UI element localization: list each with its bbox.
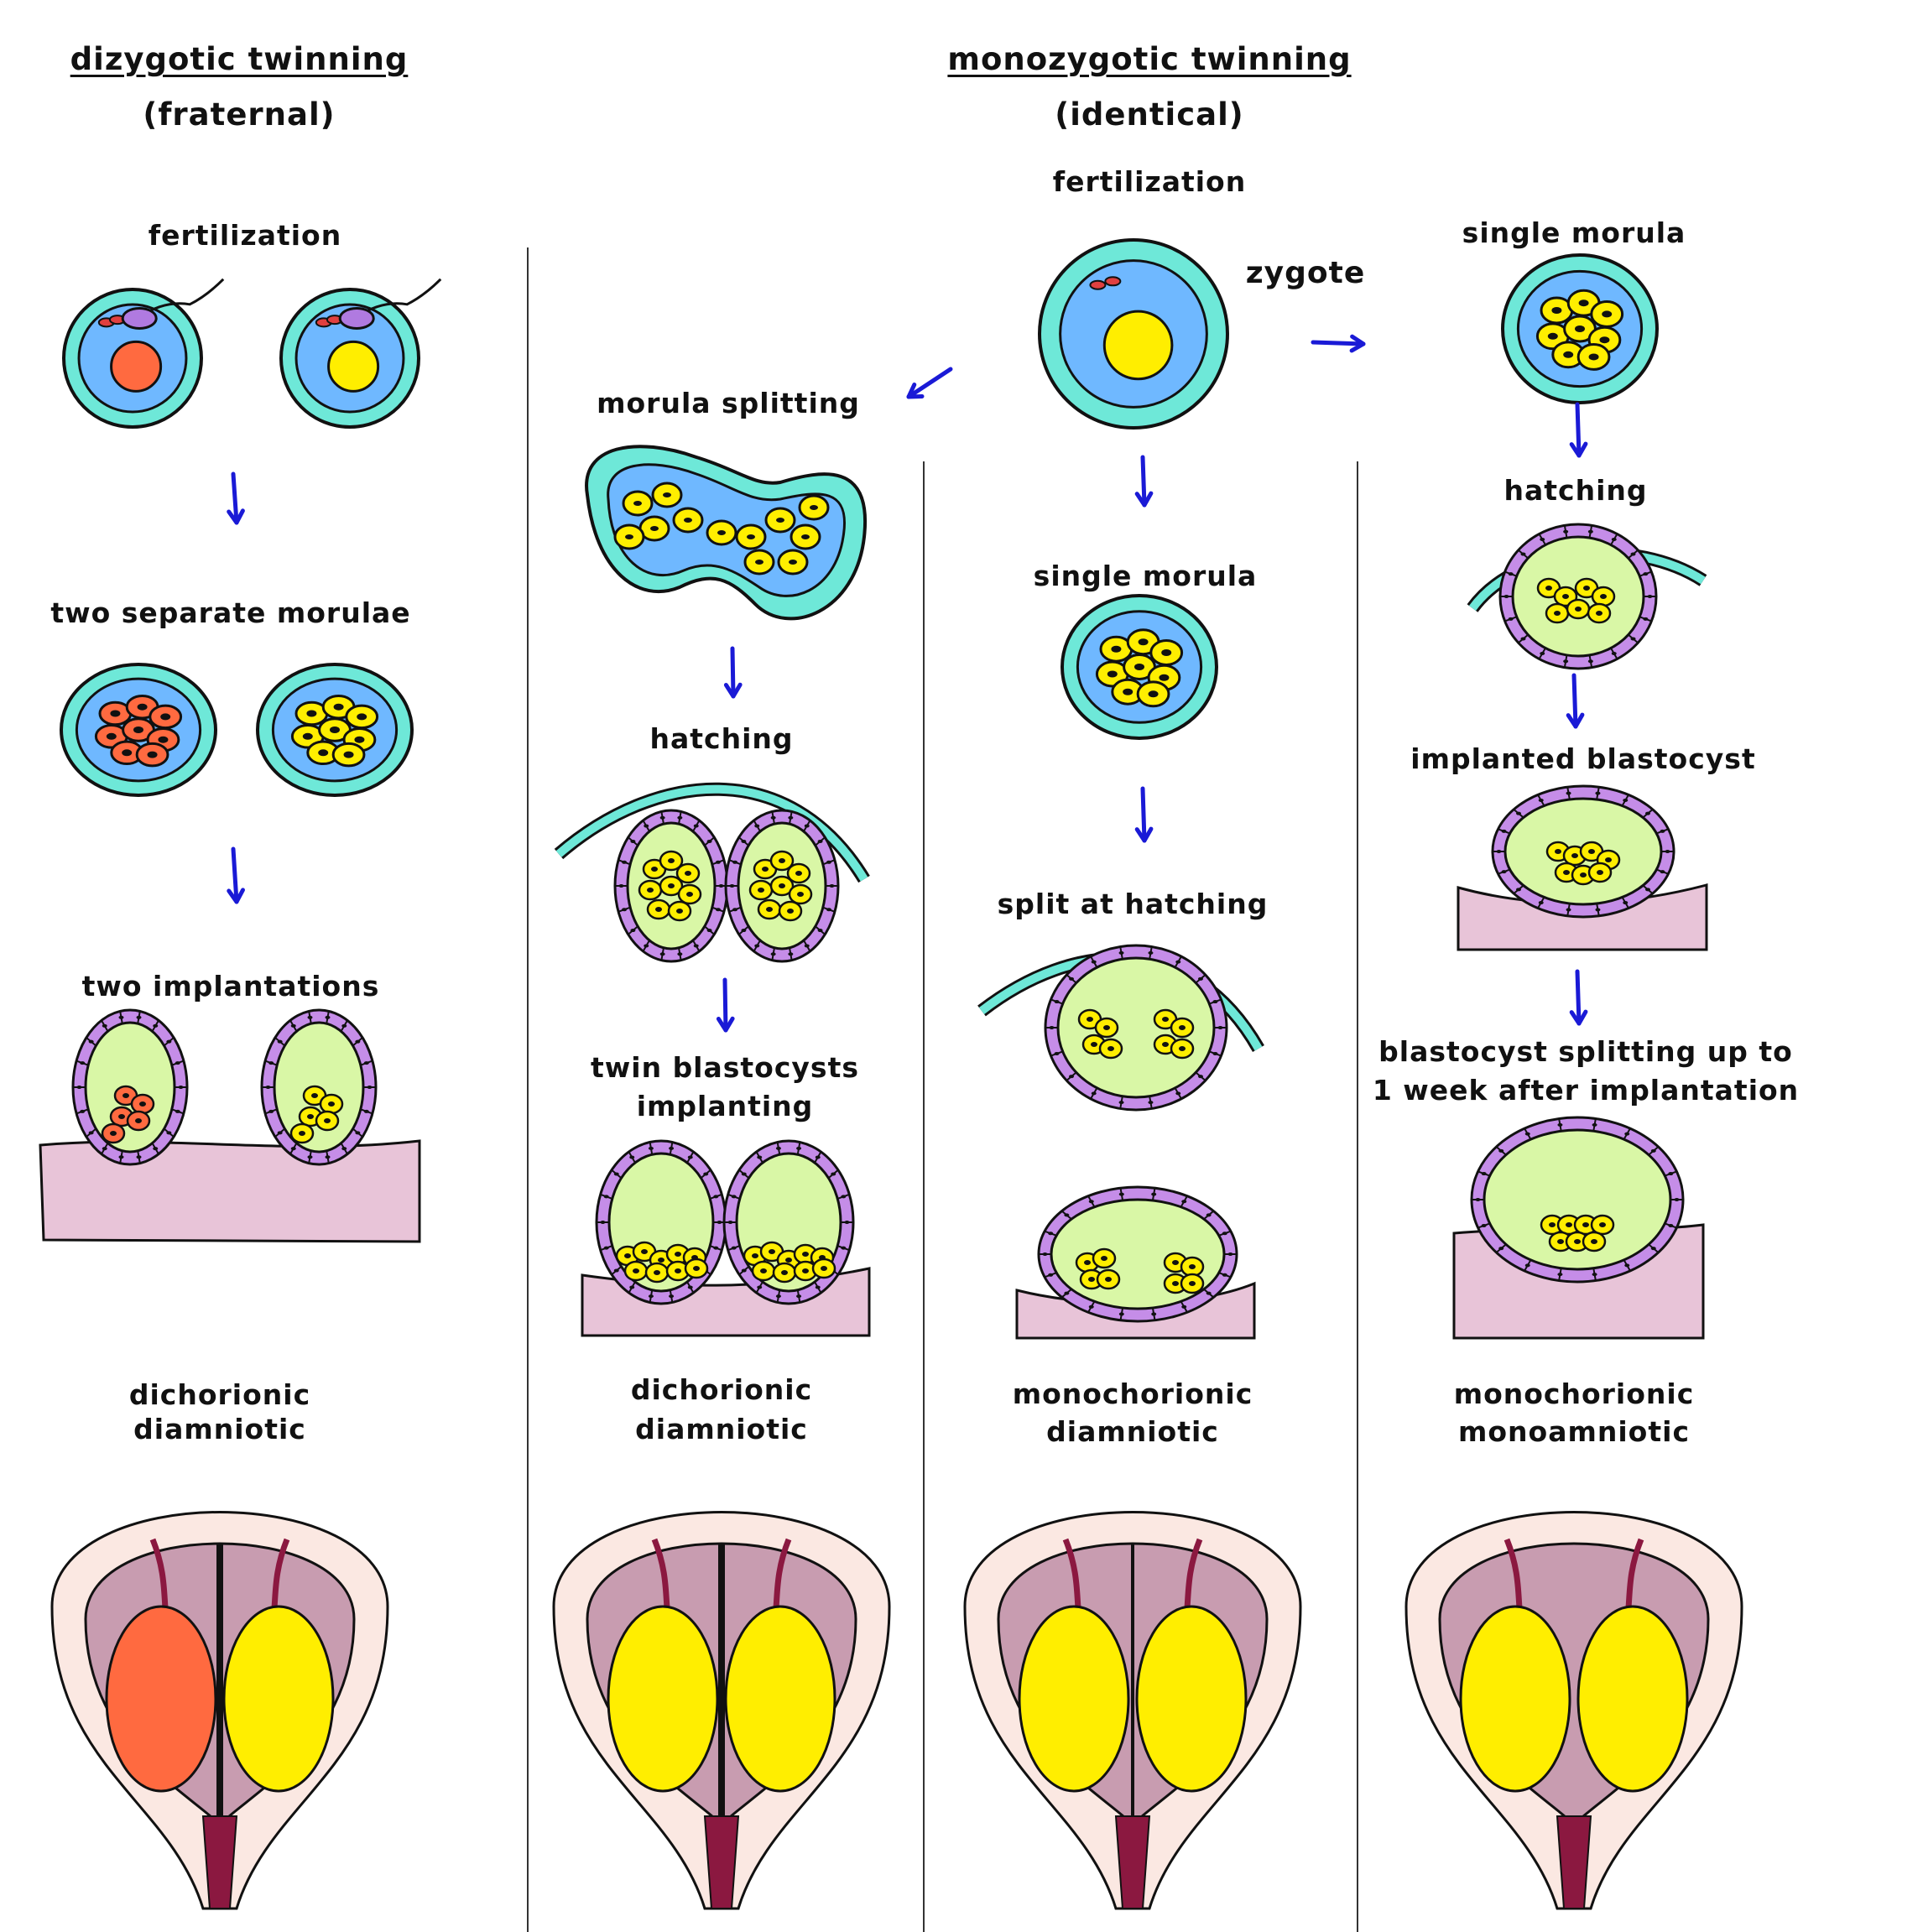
uterus-dichorionic-diamniotic-2: [554, 1513, 889, 1909]
hatching-blastocyst-right: [726, 810, 838, 961]
col4-implanted-blastocyst: [1493, 786, 1674, 917]
arrow-down-9: [1571, 971, 1586, 1023]
morula-splitting-drawing: [586, 446, 865, 618]
col1-fertilization-label: fertilization: [149, 216, 341, 255]
col2-amnion-label: diamniotic: [635, 1410, 808, 1449]
zygote-egg: [1040, 240, 1227, 428]
flow-arrows: [229, 336, 1586, 1030]
col3-step2-label: split at hatching: [998, 885, 1269, 924]
col4-chorion-label: monochorionic: [1454, 1375, 1695, 1414]
col4-step2-label: hatching: [1503, 471, 1647, 510]
col3-step1-label: single morula: [1034, 557, 1258, 596]
arrow-to-single-morula: [1313, 336, 1363, 351]
col4-step3-label: implanted blastocyst: [1410, 740, 1755, 779]
monozygotic-subtitle: (identical): [1055, 96, 1243, 134]
col4-step4b-label: 1 week after implantation: [1373, 1071, 1799, 1110]
col3-implanting-blastocyst: [1039, 1187, 1237, 1321]
hatching-blastocyst-left: [615, 810, 727, 961]
cell-drawings: [40, 240, 1707, 1338]
col1-amnion-label: diamniotic: [133, 1410, 306, 1449]
uterus-monochorionic-diamniotic: [965, 1513, 1300, 1909]
morula-red: [61, 664, 216, 795]
arrow-down-1: [229, 474, 243, 523]
split-hatching-blastocyst: [1045, 945, 1227, 1110]
monozygotic-title: monozygotic twinning: [947, 40, 1351, 79]
arrow-down-3: [726, 648, 740, 696]
col2-chorion-label: dichorionic: [631, 1371, 812, 1409]
implanting-twin-left: [597, 1141, 726, 1304]
egg-yellow: [281, 279, 440, 427]
col4-amnion-label: monoamniotic: [1458, 1413, 1690, 1451]
arrow-down-8: [1568, 675, 1582, 726]
col2-step3b-label: implanting: [637, 1087, 814, 1126]
uterus-monochorionic-monoamniotic: [1406, 1513, 1742, 1909]
col4-step4a-label: blastocyst splitting up to: [1378, 1033, 1793, 1071]
col1-implantations-label: two implantations: [82, 967, 380, 1006]
col4-hatching-blastocyst: [1500, 524, 1656, 669]
dizygotic-subtitle: (fraternal): [143, 96, 335, 134]
arrow-down-2: [229, 849, 243, 902]
col3-amnion-label: diamniotic: [1046, 1413, 1219, 1451]
morula-yellow: [258, 664, 412, 795]
col2-step1-label: morula splitting: [597, 384, 860, 423]
col4-single-morula: [1503, 255, 1657, 403]
mono-fertilization-label: fertilization: [1053, 163, 1246, 201]
arrow-down-7: [1571, 404, 1586, 456]
col2-step2-label: hatching: [649, 720, 793, 758]
arrow-down-4: [718, 980, 732, 1030]
col1-morulae-label: two separate morulae: [50, 594, 410, 633]
implanting-twin-right: [724, 1141, 853, 1304]
col3-single-morula: [1062, 596, 1217, 738]
arrow-to-morula-splitting: [909, 369, 951, 397]
arrow-down-5: [1137, 457, 1151, 505]
uterus-dichorionic-diamniotic-1: [52, 1513, 388, 1909]
implanting-blastocyst-yellow: [262, 1010, 376, 1164]
col4-step1-label: single morula: [1462, 214, 1686, 253]
col2-step3a-label: twin blastocysts: [591, 1049, 859, 1087]
col1-chorion-label: dichorionic: [129, 1376, 310, 1414]
col3-chorion-label: monochorionic: [1013, 1375, 1253, 1414]
uterus-drawings: [52, 1513, 1742, 1909]
implanting-blastocyst-red: [73, 1010, 187, 1164]
egg-red: [64, 279, 223, 427]
endometrium-col1: [40, 1141, 420, 1242]
arrow-down-6: [1137, 789, 1151, 841]
zygote-label: zygote: [1246, 254, 1366, 293]
dizygotic-title: dizygotic twinning: [70, 40, 409, 79]
col4-splitting-blastocyst: [1472, 1117, 1683, 1282]
